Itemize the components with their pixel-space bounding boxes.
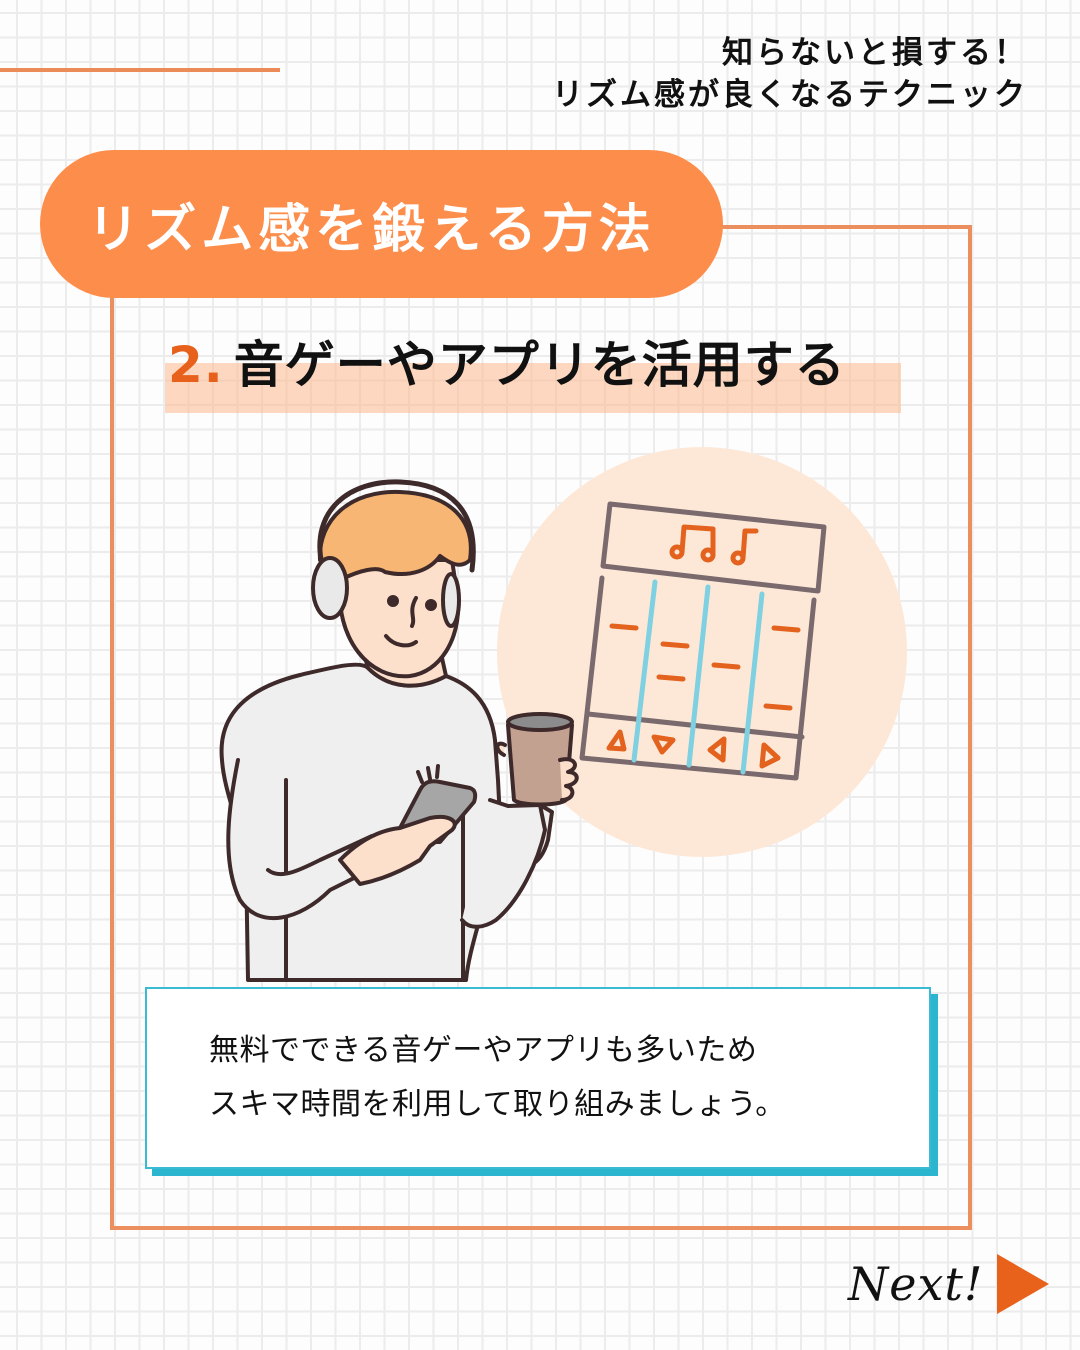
- description-box: 無料でできる音ゲーやアプリも多いため スキマ時間を利用して取り組みましょう。: [145, 987, 931, 1169]
- item-title: 2.音ゲーやアプリを活用する: [168, 330, 846, 400]
- accent-line: [0, 68, 280, 72]
- series-title-line1: 知らないと損する！: [722, 35, 1028, 71]
- series-title-line2: リズム感が良くなるテクニック: [552, 77, 1028, 113]
- section-heading-pill: リズム感を鍛える方法: [40, 150, 723, 298]
- subtitle-highlight: [165, 363, 901, 413]
- section-heading: リズム感を鍛える方法: [87, 199, 656, 260]
- item-title-text: 音ゲーやアプリを活用する: [233, 336, 846, 394]
- series-title: 知らないと損する！ リズム感が良くなるテクニック: [552, 32, 1028, 116]
- next-label: Next!: [848, 1257, 984, 1311]
- next-button[interactable]: Next!: [848, 1254, 1050, 1314]
- play-arrow-icon: [997, 1254, 1050, 1314]
- description-line2: スキマ時間を利用して取り組みましょう。: [209, 1087, 786, 1122]
- item-number: 2.: [168, 336, 224, 394]
- description-line1: 無料でできる音ゲーやアプリも多いため: [209, 1033, 758, 1068]
